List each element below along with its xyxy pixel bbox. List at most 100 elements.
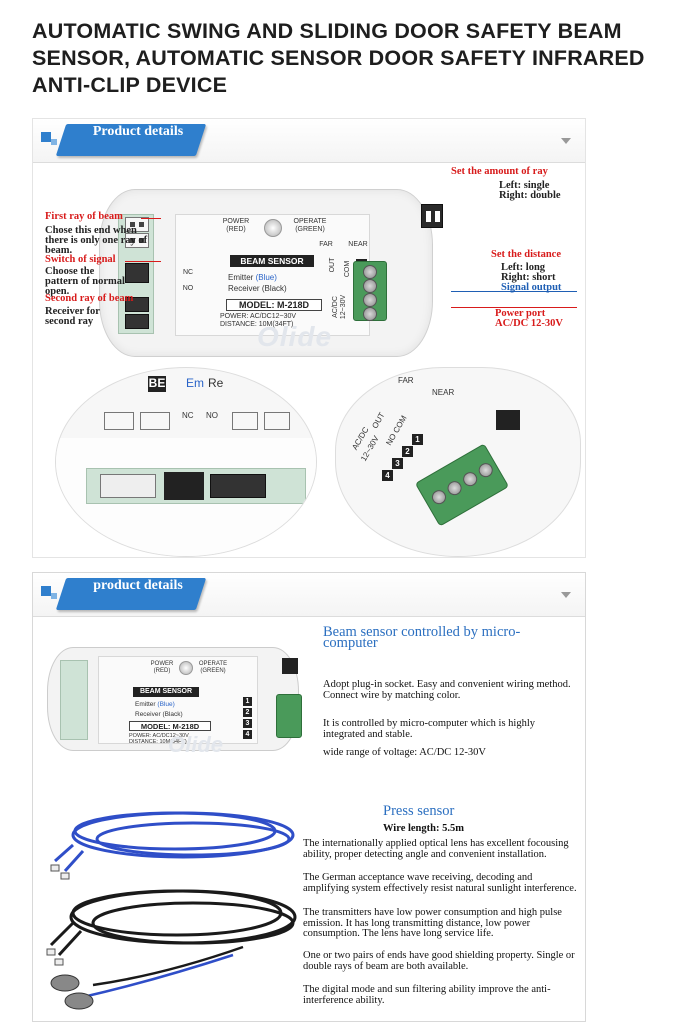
screw-icon bbox=[363, 293, 377, 307]
connector-first-ray bbox=[125, 217, 149, 232]
terminal-number: 1 bbox=[243, 697, 252, 706]
acdc-label: AC/DC 12~30V bbox=[332, 294, 347, 320]
callout-first-ray-title: First ray of beam bbox=[45, 211, 123, 222]
near-label: NEAR bbox=[348, 241, 368, 248]
callout-set-ray-desc1: Left: single bbox=[499, 180, 550, 191]
power-spec: POWER: AC/DC12~30V bbox=[220, 313, 297, 320]
terminal-block bbox=[414, 443, 510, 527]
terminal-number: 3 bbox=[392, 458, 403, 469]
near-label: NEAR bbox=[432, 388, 455, 397]
chevron-down-icon bbox=[561, 592, 571, 598]
screw-icon bbox=[363, 265, 377, 279]
screw-icon bbox=[363, 307, 377, 321]
power-led-label: POWER (RED) bbox=[222, 218, 250, 233]
emitter-label: Emitter (Blue) bbox=[228, 273, 277, 282]
beam-sensor-label: BEAM SENSOR bbox=[133, 687, 199, 697]
connector bbox=[210, 474, 266, 498]
connector bbox=[100, 474, 156, 498]
paragraph: Adopt plug-in socket. Easy and convenien… bbox=[323, 679, 571, 701]
wire-length: Wire length: 5.5m bbox=[383, 823, 464, 834]
distance-spec: DISTANCE: 10M(34FT) bbox=[220, 321, 294, 328]
emitter-color: (Blue) bbox=[255, 273, 277, 282]
callout-power-port: Power port bbox=[495, 308, 546, 319]
callout-first-ray-desc: Chose this end when there is only one ra… bbox=[45, 225, 148, 256]
zoom-text: Re bbox=[208, 376, 224, 390]
distance-spec: DISTANCE: 10M(34FT) bbox=[129, 739, 187, 745]
nc-label: NC bbox=[182, 269, 194, 276]
callout-power-port-spec: AC/DC 12-30V bbox=[495, 318, 563, 329]
terminal-number: 3 bbox=[243, 719, 252, 728]
connector-first-ray-b bbox=[125, 233, 149, 248]
callout-line bbox=[451, 291, 577, 292]
receiver-label: Receiver (Black) bbox=[228, 284, 287, 293]
paragraph: The internationally applied optical lens… bbox=[303, 838, 569, 860]
led-lens-icon bbox=[264, 219, 282, 237]
page-title: AUTOMATIC SWING AND SLIDING DOOR SAFETY … bbox=[32, 19, 645, 97]
receiver-text: Receiver bbox=[228, 284, 260, 293]
callout-second-ray-desc: Receiver for second ray bbox=[45, 306, 100, 327]
no-label: NO bbox=[182, 285, 194, 292]
product-details-panel-2: product details POWER (RED) OPERATE (GRE… bbox=[32, 572, 586, 1022]
callout-set-distance-desc2: Right: short bbox=[501, 272, 556, 283]
zoom-text: MO bbox=[270, 378, 295, 395]
nc-label: NC bbox=[182, 411, 194, 420]
circuit-board bbox=[118, 214, 154, 334]
watermark: Olide bbox=[257, 321, 333, 352]
zoom-text: BE bbox=[148, 376, 166, 392]
terminal-block bbox=[353, 261, 387, 321]
terminal-number: 4 bbox=[382, 470, 393, 481]
terminal-number: 1 bbox=[412, 434, 423, 445]
heading-press-sensor: Press sensor bbox=[383, 803, 455, 819]
power-led-label: POWER (RED) bbox=[150, 661, 174, 674]
screw-icon bbox=[476, 460, 496, 480]
callout-switch-title: Switch of signal bbox=[45, 254, 116, 265]
receiver-text: Receiver bbox=[135, 711, 161, 718]
tab-decoration bbox=[41, 586, 51, 596]
emitter-text: Emitter bbox=[135, 701, 156, 708]
device-front-label: POWER (RED) OPERATE (GREEN) FAR NEAR BEA… bbox=[175, 214, 370, 336]
paragraph: The German acceptance wave receiving, de… bbox=[303, 872, 577, 894]
paragraph: The digital mode and sun filtering abili… bbox=[303, 984, 551, 1006]
connector bbox=[264, 412, 290, 430]
dip-switch-toggle bbox=[435, 211, 440, 222]
led-lens-icon bbox=[179, 661, 193, 675]
dip-switch bbox=[421, 204, 443, 228]
press-sensor-cables bbox=[46, 811, 297, 1010]
product-details-panel-1: Product details POWER (RED) OPERATE (GRE… bbox=[32, 118, 586, 558]
callout-line bbox=[141, 218, 161, 219]
model-label: MODEL: M-218D bbox=[129, 721, 211, 731]
paragraph: wide range of voltage: AC/DC 12-30V bbox=[323, 747, 487, 758]
dip-switch bbox=[496, 410, 520, 430]
screw-icon bbox=[460, 469, 480, 489]
emitter-color: (Blue) bbox=[157, 701, 175, 708]
callout-set-distance-desc1: Left: long bbox=[501, 262, 546, 273]
receiver-color: (Black) bbox=[261, 284, 287, 293]
terminal-number: 2 bbox=[402, 446, 413, 457]
chevron-down-icon bbox=[561, 138, 571, 144]
zoom-detail-terminal: FAR NEAR OUT NO COM AC/DC 12~30V 1 2 3 4 bbox=[335, 367, 581, 557]
screw-icon bbox=[445, 478, 465, 498]
tab-decoration bbox=[41, 132, 51, 142]
tab-bar: Product details bbox=[33, 119, 585, 163]
watermark: Olide bbox=[168, 732, 224, 757]
no-label: NO bbox=[206, 411, 218, 420]
out-label: OUT bbox=[370, 410, 387, 431]
tab-decoration bbox=[51, 139, 57, 145]
heading-beam-sensor: Beam sensor controlled by micro-computer bbox=[323, 624, 521, 651]
receiver-label: Receiver (Black) bbox=[135, 711, 183, 718]
emitter-label: Emitter (Blue) bbox=[135, 701, 175, 708]
connector bbox=[140, 412, 170, 430]
connector-switch bbox=[125, 263, 149, 283]
paragraph: The transmitters have low power consumpt… bbox=[303, 907, 562, 939]
zoom-detail-connectors: BE Em Re MO NC NO bbox=[55, 367, 317, 557]
beam-sensor-device: POWER (RED) OPERATE (GREEN) BEAM SENSOR … bbox=[47, 647, 302, 757]
power-spec: POWER: AC/DC12~30V bbox=[129, 733, 189, 739]
screw-icon bbox=[429, 487, 449, 507]
com-label: COM bbox=[344, 260, 351, 278]
emitter-text: Emitter bbox=[228, 273, 254, 282]
callout-set-ray-title: Set the amount of ray bbox=[451, 166, 548, 177]
model-label: MODEL: M-218D bbox=[226, 299, 322, 311]
device-front-label: POWER (RED) OPERATE (GREEN) BEAM SENSOR … bbox=[98, 656, 258, 745]
connector bbox=[104, 412, 134, 430]
operate-led-label: OPERATE (GREEN) bbox=[293, 218, 327, 233]
